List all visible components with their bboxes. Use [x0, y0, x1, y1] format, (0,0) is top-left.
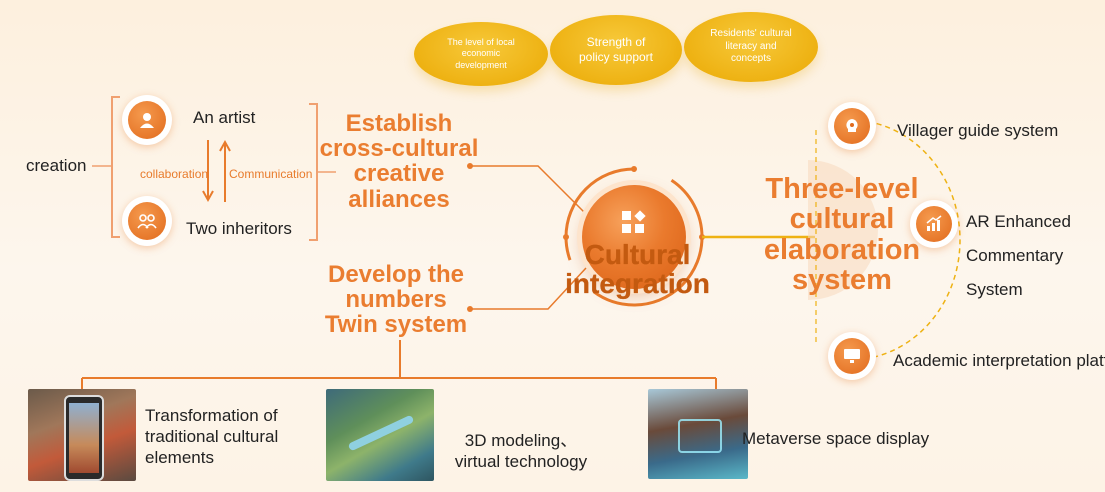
chart-growth-icon: [926, 215, 942, 231]
factor-cultural-literacy: Residents' cultural literacy and concept…: [684, 12, 818, 82]
ar-commentary-label: AR Enhanced Commentary System: [966, 212, 1071, 299]
factor-policy-support: Strength of policy support: [550, 15, 682, 85]
aerial-3d-village-model: [326, 389, 434, 481]
monitor-icon: [844, 349, 860, 363]
creation-label: creation: [26, 156, 87, 175]
metaverse-street-scene: [648, 389, 748, 479]
inheritors-avatar: [122, 196, 172, 246]
cultural-integration-title: Cultural integration: [565, 239, 710, 300]
bulb-head-icon: [846, 119, 858, 132]
people-icon: [137, 214, 157, 229]
cultural-integration-hub: [582, 185, 686, 289]
twin-system-heading: Develop the numbers Twin system: [324, 261, 468, 339]
villager-guide-label: Villager guide system: [897, 121, 1059, 140]
factor-economic-development: The level of local economic development: [414, 22, 548, 86]
grid-apps-icon: [622, 210, 646, 233]
3d-modeling-label: 3D modeling、 virtual technology: [454, 431, 588, 471]
collaboration-label: collaboration: [140, 167, 209, 181]
inheritors-label: Two inheritors: [186, 219, 292, 238]
phone-photo-ancient-town: [28, 389, 136, 481]
person-icon: [140, 113, 154, 128]
artist-avatar: [122, 95, 172, 145]
ar-commentary-badge: [910, 200, 958, 248]
three-level-system-title: Three-level cultural elaboration system: [763, 173, 921, 297]
academic-platform-label: Academic interpretation platform: [893, 351, 1105, 370]
academic-platform-badge: [828, 332, 876, 380]
communication-label: Communication: [229, 167, 313, 181]
metaverse-label: Metaverse space display: [742, 429, 930, 448]
alliances-heading: Establish cross-cultural creative allian…: [319, 110, 479, 213]
artist-label: An artist: [193, 108, 256, 127]
villager-guide-badge: [828, 102, 876, 150]
transformation-label: Transformation of traditional cultural e…: [145, 406, 279, 467]
